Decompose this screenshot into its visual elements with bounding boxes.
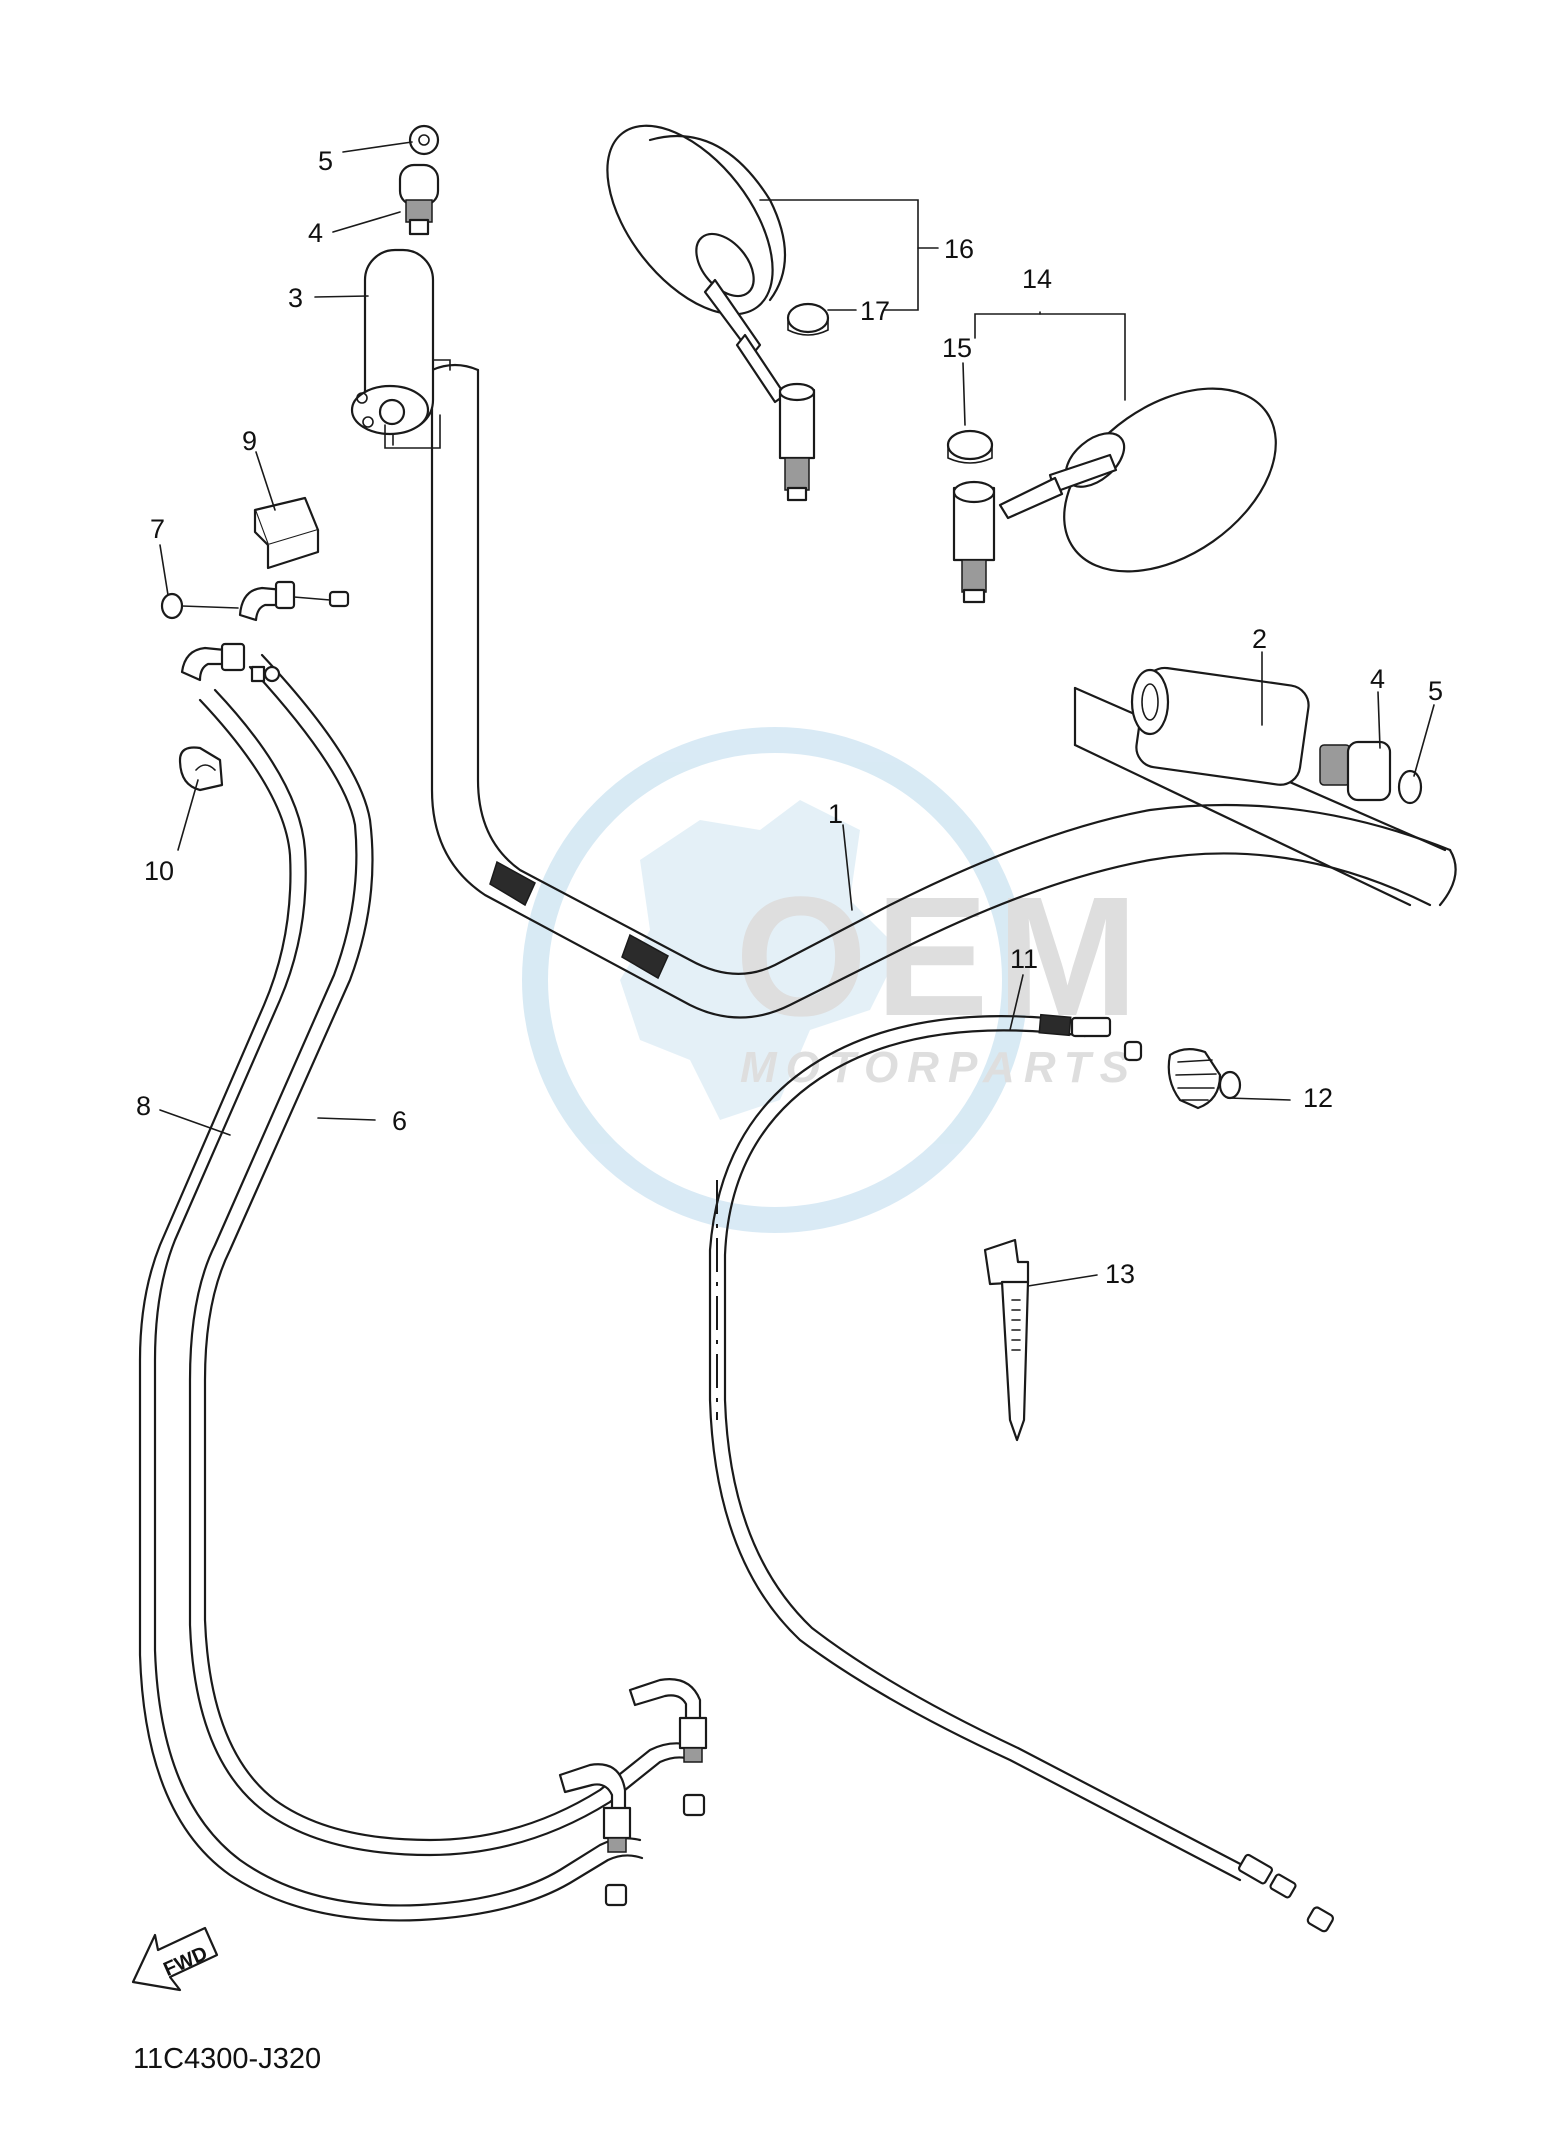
cable-boot bbox=[1167, 1048, 1242, 1110]
cable-break-marks bbox=[154, 1380, 206, 1640]
cable-lower-fittings bbox=[558, 1678, 708, 1907]
right-mirror bbox=[946, 387, 1277, 604]
callout-9: 9 bbox=[242, 426, 257, 456]
callout-4-right: 4 bbox=[1370, 664, 1385, 694]
callout-10: 10 bbox=[144, 856, 174, 886]
left-grip-assembly bbox=[350, 124, 441, 449]
callout-17: 17 bbox=[860, 296, 890, 326]
fwd-arrow: FWD bbox=[131, 1926, 219, 1992]
callout-13: 13 bbox=[1105, 1259, 1135, 1289]
callout-5-right: 5 bbox=[1428, 676, 1443, 706]
callout-5-left: 5 bbox=[318, 146, 333, 176]
callout-8: 8 bbox=[136, 1091, 151, 1121]
watermark-globe bbox=[522, 727, 1028, 1233]
callout-15: 15 bbox=[942, 333, 972, 363]
knurl-band bbox=[489, 860, 669, 980]
cable-upper-fittings bbox=[160, 496, 350, 792]
callout-2: 2 bbox=[1252, 624, 1267, 654]
cable-11 bbox=[708, 1013, 1335, 1933]
cable-8 bbox=[138, 688, 644, 1922]
leader-lines bbox=[159, 141, 1435, 1287]
callout-3: 3 bbox=[288, 283, 303, 313]
callout-11: 11 bbox=[1010, 944, 1038, 974]
callout-4-left: 4 bbox=[308, 218, 323, 248]
left-mirror bbox=[606, 124, 830, 502]
callout-6: 6 bbox=[392, 1106, 407, 1136]
right-grip-assembly bbox=[1073, 666, 1447, 907]
diagram-code: 11C4300-J320 bbox=[133, 2043, 321, 2075]
handlebar bbox=[392, 359, 1457, 1019]
callout-7: 7 bbox=[150, 514, 165, 544]
cable-tie bbox=[983, 1238, 1030, 1442]
callout-16: 16 bbox=[944, 234, 974, 264]
watermark-sub: MOTORPARTS bbox=[740, 1043, 1138, 1092]
callout-14: 14 bbox=[1022, 264, 1052, 294]
callout-12: 12 bbox=[1303, 1083, 1333, 1113]
cable-6 bbox=[188, 653, 694, 1857]
callout-labels: 5 4 3 9 7 10 8 6 1 2 4 5 11 12 13 14 15 … bbox=[136, 146, 1443, 1289]
watermark-continent bbox=[620, 800, 900, 1120]
callout-1: 1 bbox=[828, 799, 843, 829]
